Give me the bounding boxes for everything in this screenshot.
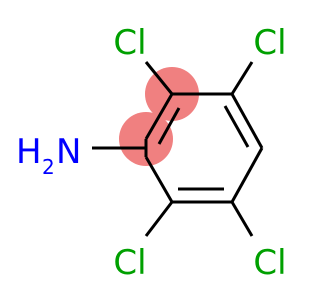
atom-label-cl-top-left: Cl xyxy=(113,23,146,63)
bond-c5-cl xyxy=(230,201,254,237)
bond-c2-cl xyxy=(144,61,174,95)
atom-label-cl-top-right: Cl xyxy=(253,23,286,63)
bond-c6-cl xyxy=(144,201,174,237)
double-bond-c1-c2 xyxy=(157,107,181,145)
bond-c3-cl xyxy=(230,61,254,95)
bond-c4-c5 xyxy=(230,147,264,203)
benzene-ring xyxy=(144,92,264,204)
atom-label-amine-h: H xyxy=(16,132,42,172)
atom-label-amine-subscript: 2 xyxy=(42,155,55,179)
bond-c3-c4 xyxy=(230,93,264,149)
molecule-canvas: Cl Cl Cl Cl H 2 N xyxy=(16,23,287,283)
atom-label-amine-n: N xyxy=(56,132,81,172)
atom-label-cl-bottom-left: Cl xyxy=(113,243,146,283)
molecule-structure: Cl Cl Cl Cl H 2 N xyxy=(16,23,287,283)
atom-label-cl-bottom-right: Cl xyxy=(253,243,286,283)
double-bond-c3-c4 xyxy=(223,105,250,148)
bond-c6-c1 xyxy=(144,156,174,203)
bond-c1-c2 xyxy=(144,93,174,140)
substituent-bonds xyxy=(92,61,254,237)
